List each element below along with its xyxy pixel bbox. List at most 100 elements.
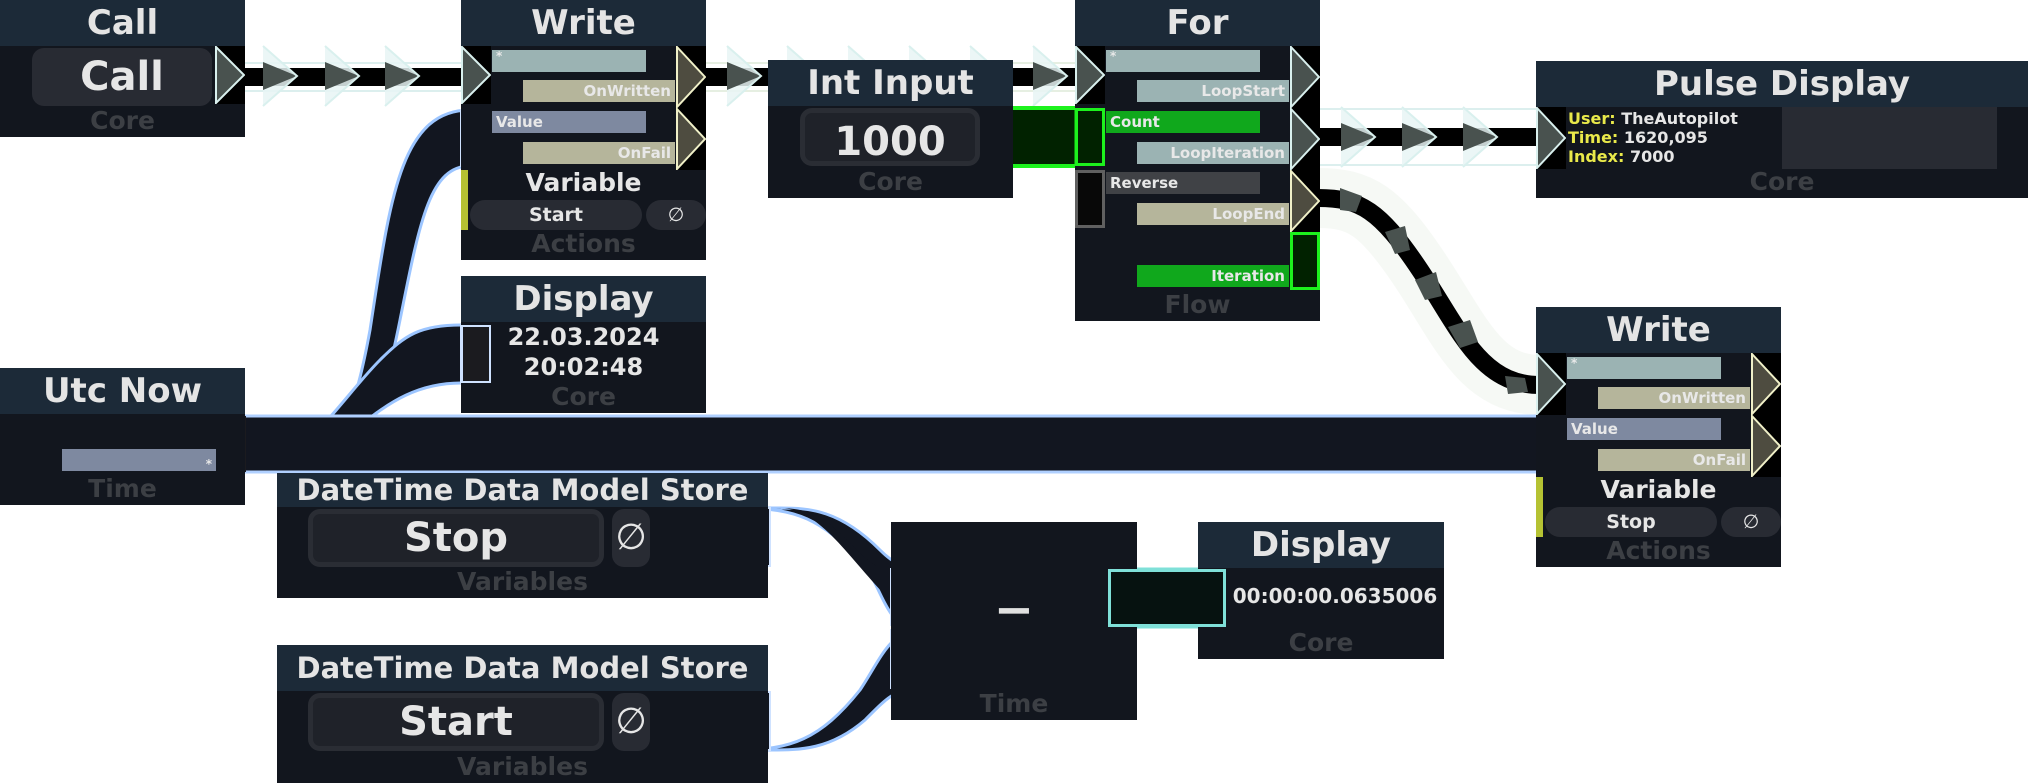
variable-select[interactable]: Stop (1545, 507, 1717, 537)
node-write-start[interactable]: Write * OnWritten Value OnFail Variable … (461, 0, 706, 260)
loop-iteration-output-pin[interactable] (1290, 108, 1320, 170)
accent-bar (461, 170, 468, 230)
variable-label: Variable (525, 168, 642, 197)
node-datetime-store-start[interactable]: DateTime Data Model Store Start ∅ Variab… (277, 645, 768, 783)
pin-exec-in: * (1567, 357, 1721, 379)
clear-variable-button[interactable]: ∅ (612, 509, 650, 567)
on-written-output-pin[interactable] (1751, 353, 1781, 415)
node-pulse-display[interactable]: Pulse Display User: TheAutopilot Time: 1… (1536, 61, 2028, 198)
pin-output: * (62, 449, 216, 471)
variable-name-field[interactable]: Start (308, 693, 604, 751)
exec-input-pin[interactable] (461, 46, 491, 104)
index-key: Index: (1568, 147, 1625, 166)
pin-exec-in: * (1106, 50, 1260, 72)
data-wire-utc-to-write-right-value[interactable] (216, 414, 1568, 474)
user-key: User: (1568, 109, 1616, 128)
pulse-time-line: Time: 1620,095 (1568, 128, 1738, 147)
index-value: 7000 (1629, 147, 1675, 166)
node-category: Core (858, 167, 923, 196)
node-title: Int Input (768, 60, 1013, 106)
int-value-input[interactable]: 1000 (800, 108, 980, 166)
node-category: Actions (1606, 536, 1711, 565)
exec-input-pin[interactable] (1536, 353, 1566, 415)
pulse-info: User: TheAutopilot Time: 1620,095 Index:… (1568, 109, 1738, 166)
pulse-index-line: Index: 7000 (1568, 147, 1738, 166)
pin-on-written: OnWritten (1598, 387, 1750, 409)
node-write-stop[interactable]: Write * OnWritten Value OnFail Variable … (1536, 307, 1781, 567)
pin-value: Value (492, 111, 646, 133)
user-value: TheAutopilot (1621, 109, 1738, 128)
node-title: Call (0, 0, 245, 46)
count-input-port[interactable] (1075, 108, 1105, 166)
pulse-graph-area (1782, 107, 1997, 169)
pin-on-fail: OnFail (523, 142, 675, 164)
node-category: Time (979, 689, 1049, 718)
clear-variable-button[interactable]: ∅ (1721, 507, 1781, 537)
loop-end-output-pin[interactable] (1290, 170, 1320, 232)
node-category: Actions (531, 229, 636, 258)
iteration-output-port[interactable] (1290, 232, 1320, 290)
pin-count: Count (1106, 111, 1260, 133)
exec-input-pin[interactable] (1075, 46, 1105, 104)
node-title: Utc Now (0, 368, 245, 414)
variable-label: Variable (1600, 475, 1717, 504)
node-subtract[interactable]: − Time (891, 522, 1137, 720)
data-wire-utc-to-display[interactable] (244, 323, 492, 474)
exec-output-pin[interactable] (215, 46, 245, 104)
node-category: Core (1749, 167, 1815, 196)
loop-start-output-pin[interactable] (1290, 46, 1320, 108)
variable-select[interactable]: Start (470, 200, 642, 230)
node-title: Display (1198, 522, 1444, 568)
node-title: Pulse Display (1536, 61, 2028, 107)
input-port[interactable] (461, 325, 491, 383)
node-category: Core (551, 382, 616, 411)
node-title: DateTime Data Model Store (277, 645, 768, 691)
exec-wire-for-to-write-right[interactable] (1317, 168, 1542, 415)
accent-bar (1536, 477, 1543, 537)
display-value: 00:00:00.0635006 (1232, 584, 1438, 608)
node-call[interactable]: Call Call Core (0, 0, 245, 137)
node-display-timespan[interactable]: Display 00:00:00.0635006 Core (1108, 522, 1444, 659)
pin-value: Value (1567, 418, 1721, 440)
on-fail-output-pin[interactable] (676, 108, 706, 170)
pin-iteration: Iteration (1137, 265, 1289, 287)
pin-reverse: Reverse (1106, 172, 1260, 194)
display-line-time: 20:02:48 (523, 353, 644, 381)
node-title: DateTime Data Model Store (277, 473, 768, 507)
pin-on-fail: OnFail (1598, 449, 1750, 471)
node-display-datetime[interactable]: Display 22.03.2024 20:02:48 Core (461, 276, 706, 413)
exec-input-pin[interactable] (1536, 107, 1566, 169)
node-int-input[interactable]: Int Input 1000 Core (768, 60, 1013, 198)
node-title: Write (1536, 307, 1781, 353)
call-button[interactable]: Call (32, 48, 212, 106)
pin-exec-in: * (492, 50, 646, 72)
input-port[interactable] (1108, 569, 1226, 627)
pin-loop-end: LoopEnd (1137, 203, 1289, 225)
display-line-date: 22.03.2024 (507, 323, 660, 351)
node-datetime-store-stop[interactable]: DateTime Data Model Store Stop ∅ Variabl… (277, 473, 768, 598)
on-written-output-pin[interactable] (676, 46, 706, 108)
data-wire-utc-to-write-value[interactable] (244, 108, 492, 472)
on-fail-output-pin[interactable] (1751, 415, 1781, 477)
clear-variable-button[interactable]: ∅ (612, 693, 650, 751)
variable-name-field[interactable]: Stop (308, 509, 604, 567)
pin-on-written: OnWritten (523, 80, 675, 102)
pin-loop-iteration: LoopIteration (1137, 142, 1289, 164)
node-title: Display (461, 276, 706, 322)
node-category: Variables (457, 752, 588, 781)
time-value: 1620,095 (1623, 128, 1708, 147)
pulse-user-line: User: TheAutopilot (1568, 109, 1738, 128)
pin-loop-start: LoopStart (1137, 80, 1289, 102)
time-key: Time: (1568, 128, 1619, 147)
node-title: Write (461, 0, 706, 46)
clear-variable-button[interactable]: ∅ (646, 200, 706, 230)
reverse-input-port[interactable] (1075, 170, 1105, 228)
node-utc-now[interactable]: Utc Now * Time (0, 368, 245, 505)
node-category: Variables (457, 567, 588, 596)
node-category: Core (1288, 628, 1354, 657)
node-category: Time (88, 474, 157, 503)
exec-wire-call-to-write[interactable] (240, 45, 465, 107)
exec-wire-for-to-pulse[interactable] (1318, 106, 1540, 168)
node-for[interactable]: For * LoopStart Count LoopIteration Reve… (1075, 0, 1320, 321)
node-title: For (1075, 0, 1320, 46)
